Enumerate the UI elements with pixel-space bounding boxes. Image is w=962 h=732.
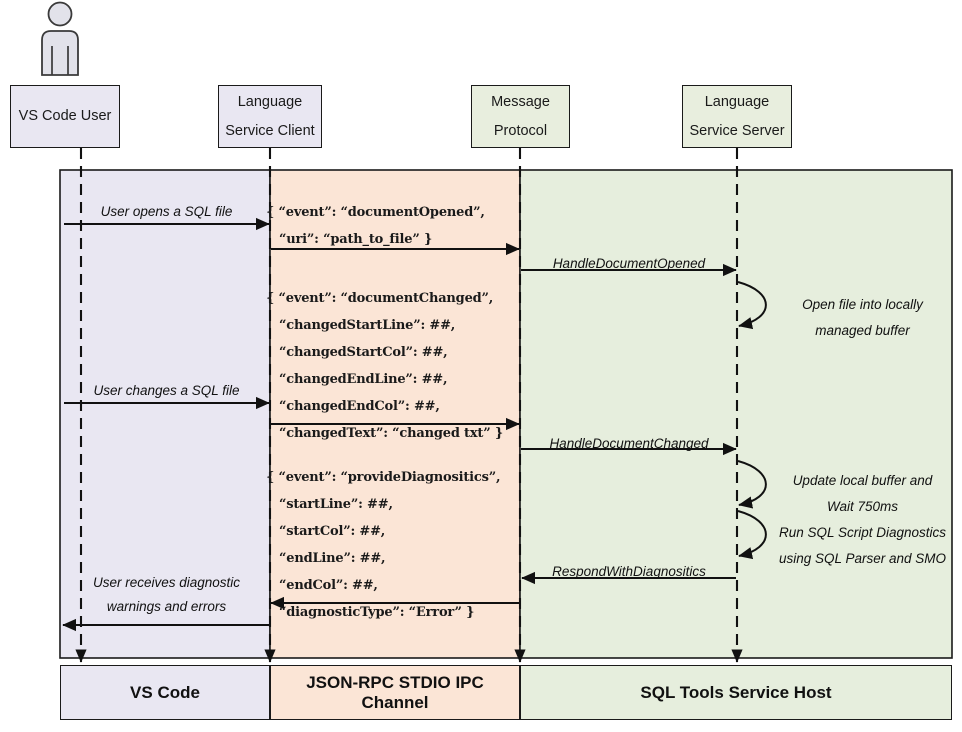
json-payload-document-changed: { “event”: “documentChanged”, “changedSt… bbox=[266, 291, 503, 442]
band-json-rpc bbox=[269, 169, 521, 659]
note-run-sql-diagnostics-line1: Run SQL Script Diagnostics bbox=[778, 525, 947, 540]
json-payload-document-opened: { “event”: “documentOpened”, “uri”: “pat… bbox=[266, 205, 485, 248]
label-handle-document-opened: HandleDocumentOpened bbox=[552, 256, 706, 271]
lifeline-header-language-service-server-line1: Language bbox=[704, 94, 770, 111]
lifeline-header-language-service-server[interactable]: Language Service Server bbox=[682, 85, 792, 148]
band-vs-code bbox=[59, 169, 271, 659]
lifeline-header-vs-code-user-label: VS Code User bbox=[18, 108, 112, 125]
label-user-opens-sql-file: User opens a SQL file bbox=[100, 204, 233, 219]
lifeline-header-language-service-client[interactable]: Language Service Client bbox=[218, 85, 322, 148]
selfloop-open-file-into-buffer bbox=[737, 281, 767, 330]
lifeline-header-message-protocol[interactable]: Message Protocol bbox=[471, 85, 570, 148]
lifeline-header-message-protocol-line1: Message bbox=[491, 94, 550, 111]
label-user-changes-sql-file: User changes a SQL file bbox=[93, 383, 240, 398]
note-update-buffer-wait-line2: Wait 750ms bbox=[826, 499, 899, 515]
note-open-file-into-buffer-line2: managed buffer bbox=[815, 323, 910, 339]
footer-json-rpc-label: JSON-RPC STDIO IPC Channel bbox=[306, 672, 484, 712]
label-user-receives-diagnostics: User receives diagnostic warnings and er… bbox=[64, 571, 269, 618]
label-user-receives-diagnostics-line1: User receives diagnostic bbox=[92, 575, 241, 590]
lifeline-header-language-service-client-line2: Service Client bbox=[225, 122, 315, 139]
lifeline-header-message-protocol-line2: Protocol bbox=[493, 122, 548, 139]
note-open-file-into-buffer-line1: Open file into locally bbox=[802, 297, 923, 312]
selfloop-run-sql-diagnostics bbox=[737, 510, 767, 560]
user-actor-icon bbox=[41, 1, 79, 76]
footer-sql-tools[interactable]: SQL Tools Service Host bbox=[520, 665, 952, 720]
note-update-buffer-wait: Update local buffer and Wait 750ms bbox=[770, 468, 955, 521]
label-user-receives-diagnostics-line2: warnings and errors bbox=[106, 598, 227, 614]
footer-vs-code[interactable]: VS Code bbox=[60, 665, 270, 720]
lifeline-header-language-service-client-line1: Language bbox=[237, 94, 303, 111]
note-run-sql-diagnostics-line2: using SQL Parser and SMO bbox=[778, 551, 947, 567]
lifeline-header-vs-code-user[interactable]: VS Code User bbox=[10, 85, 120, 148]
note-update-buffer-wait-line1: Update local buffer and bbox=[792, 473, 933, 488]
footer-vs-code-label: VS Code bbox=[130, 682, 200, 702]
footer-sql-tools-label: SQL Tools Service Host bbox=[640, 682, 832, 702]
footer-json-rpc[interactable]: JSON-RPC STDIO IPC Channel bbox=[270, 665, 520, 720]
selfloop-update-buffer-wait bbox=[737, 460, 767, 509]
label-handle-document-changed: HandleDocumentChanged bbox=[549, 436, 709, 451]
note-run-sql-diagnostics: Run SQL Script Diagnostics using SQL Par… bbox=[764, 496, 961, 573]
lifeline-header-language-service-server-line2: Service Server bbox=[689, 122, 785, 139]
label-respond-with-diagnostics: RespondWithDiagnositics bbox=[552, 564, 706, 579]
json-payload-provide-diagnostics: { “event”: “provideDiagnositics”, “start… bbox=[266, 470, 501, 621]
note-open-file-into-buffer: Open file into locally managed buffer bbox=[770, 292, 955, 345]
